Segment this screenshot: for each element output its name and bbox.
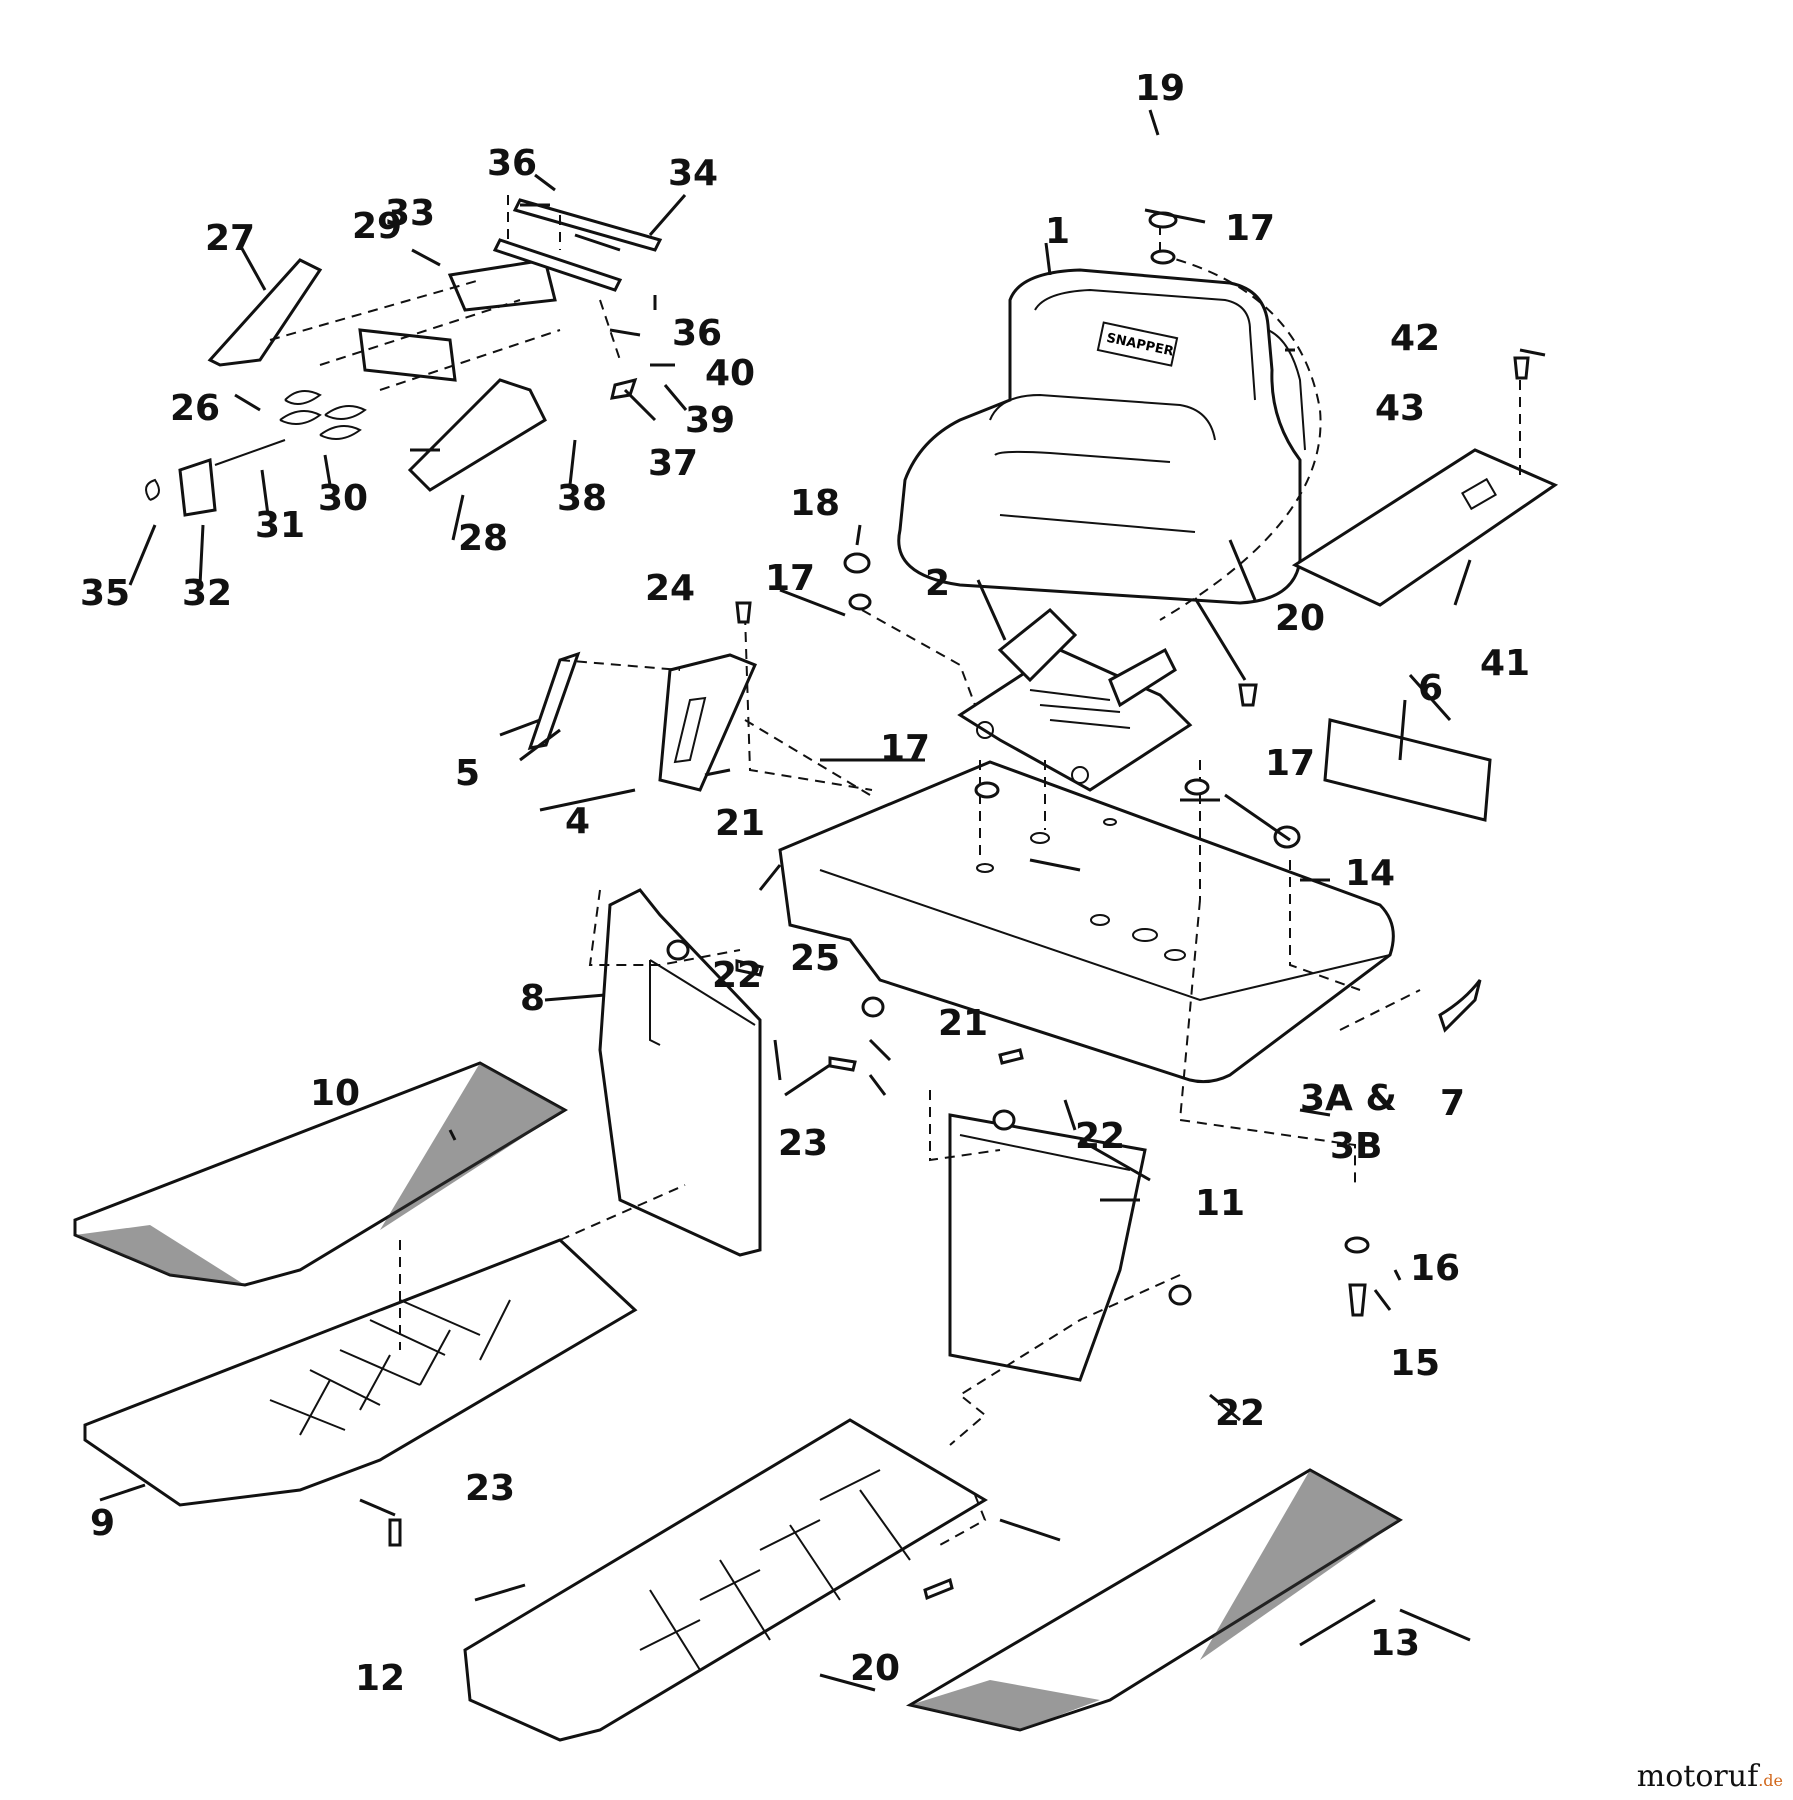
footrest-left-part	[83, 1238, 638, 1507]
callout-21-top: 21	[715, 803, 765, 844]
trim-part	[1438, 979, 1482, 1033]
callout-15: 15	[1390, 1343, 1440, 1384]
callout-3a: 3A &	[1300, 1078, 1397, 1119]
mat-right-part	[905, 1468, 1403, 1732]
callout-41: 41	[1480, 643, 1530, 684]
hardware-parts	[388, 211, 1530, 1601]
callout-27: 27	[205, 218, 255, 259]
callout-5: 5	[455, 753, 480, 794]
callout-17-right: 17	[1265, 743, 1315, 784]
callout-22-bottom: 22	[1215, 1393, 1265, 1434]
callout-20-top: 20	[1275, 598, 1325, 639]
callout-9: 9	[90, 1503, 115, 1544]
callout-24: 24	[645, 568, 695, 609]
assembly-lines	[269, 195, 1521, 1546]
callout-36-right: 36	[672, 313, 722, 354]
callout-16: 16	[1410, 1248, 1460, 1289]
callout-22-mid: 22	[1075, 1116, 1125, 1157]
callout-33: 33	[385, 193, 435, 234]
rod-part	[527, 651, 581, 750]
callout-1: 1	[1045, 211, 1070, 252]
callout-14: 14	[1345, 853, 1395, 894]
side-panel-left-part	[598, 888, 762, 1257]
watermark-name: motoruf	[1636, 1759, 1759, 1794]
callout-42: 42	[1390, 318, 1440, 359]
watermark: motoruf.de	[1637, 1759, 1783, 1794]
callout-13: 13	[1370, 1623, 1420, 1664]
seat-support-part	[778, 760, 1395, 1084]
callout-32: 32	[182, 573, 232, 614]
strip-part	[1323, 718, 1492, 822]
callout-36-top: 36	[487, 143, 537, 184]
callout-31: 31	[255, 505, 305, 546]
callout-3b: 3B	[1330, 1126, 1383, 1167]
callout-7: 7	[1440, 1083, 1465, 1124]
callout-37: 37	[648, 443, 698, 484]
callout-11: 11	[1195, 1183, 1245, 1224]
slide-bracket-part	[658, 653, 757, 792]
callout-17-left: 17	[765, 558, 815, 599]
callout-6: 6	[1418, 668, 1443, 709]
callout-10: 10	[310, 1073, 360, 1114]
callout-12: 12	[355, 1658, 405, 1699]
callout-17-mid: 17	[880, 728, 930, 769]
callout-2: 2	[925, 563, 950, 604]
watermark-suffix: .de	[1758, 1771, 1783, 1790]
callout-labels: 1 2 3A & 3B 4 5 6 7 8 9 10 11 12 13 14 1…	[80, 68, 1530, 1699]
cover-plate-part	[1291, 448, 1559, 607]
adjuster-assembly-part	[145, 198, 663, 517]
callout-28: 28	[458, 518, 508, 559]
callout-26: 26	[170, 388, 220, 429]
callout-30: 30	[318, 478, 368, 519]
footrest-right-part	[463, 1418, 988, 1742]
mat-left-part	[73, 1061, 568, 1287]
callout-40: 40	[705, 353, 755, 394]
callout-29: 29	[352, 206, 402, 247]
callout-20-bottom: 20	[850, 1648, 900, 1689]
callout-8: 8	[520, 978, 545, 1019]
callout-23-bottom: 23	[465, 1468, 515, 1509]
callout-38: 38	[557, 478, 607, 519]
callout-22-left: 22	[712, 955, 762, 996]
callout-43: 43	[1375, 388, 1425, 429]
callout-18: 18	[790, 483, 840, 524]
callout-34: 34	[668, 153, 718, 194]
seat-suspension-part	[957, 607, 1193, 792]
leader-lines	[99, 109, 1546, 1692]
callout-23-top: 23	[778, 1123, 828, 1164]
callout-17-top: 17	[1225, 208, 1275, 249]
callout-35: 35	[80, 573, 130, 614]
seat-part: SNAPPER	[897, 268, 1306, 605]
callout-4: 4	[565, 801, 590, 842]
callout-39: 39	[685, 400, 735, 441]
callout-25: 25	[790, 938, 840, 979]
callout-21-mid: 21	[938, 1003, 988, 1044]
callout-19: 19	[1135, 68, 1185, 109]
